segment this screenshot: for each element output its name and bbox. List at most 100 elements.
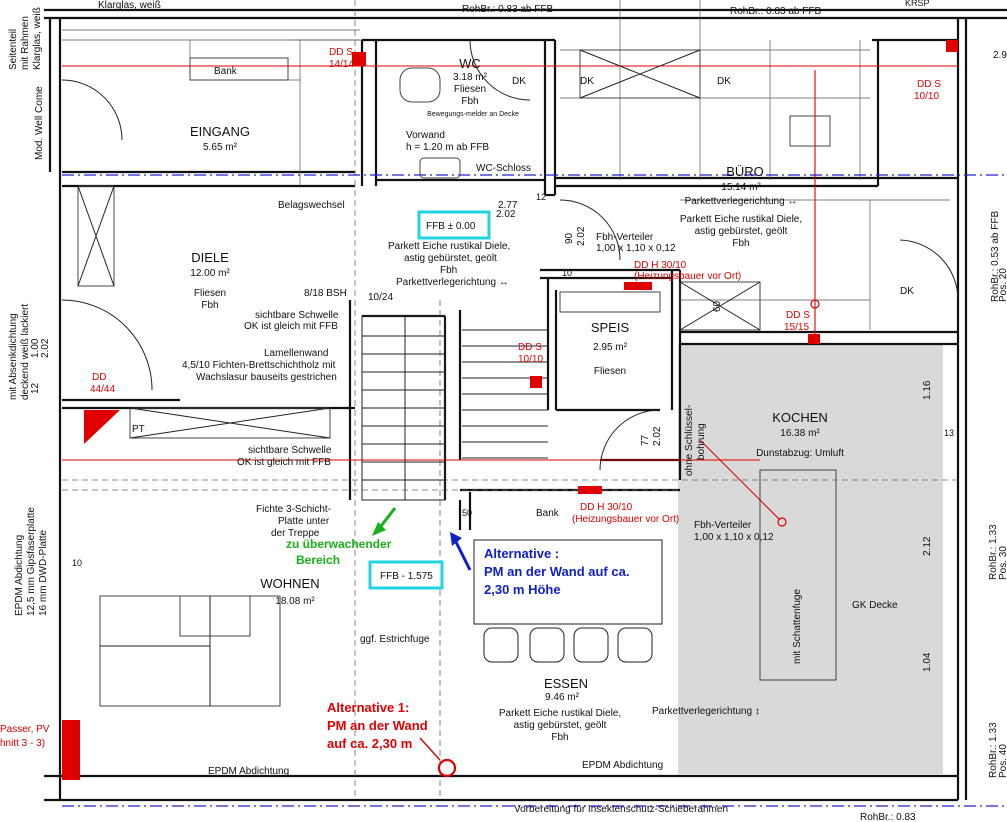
svg-text:Alternative 1:: Alternative 1: <box>327 700 409 715</box>
staircase <box>361 315 548 501</box>
svg-text:Parkett Eiche rustikal Diele,: Parkett Eiche rustikal Diele, <box>388 241 510 252</box>
svg-text:9.46 m²: 9.46 m² <box>545 692 580 703</box>
svg-text:EINGANG: EINGANG <box>190 124 250 139</box>
svg-text:77: 77 <box>640 434 651 446</box>
svg-text:2.12: 2.12 <box>922 536 933 556</box>
svg-text:DIELE: DIELE <box>191 250 229 265</box>
svg-text:GK Decke: GK Decke <box>852 600 898 611</box>
bench-top <box>189 57 289 81</box>
svg-text:bohrung: bohrung <box>696 423 707 460</box>
svg-text:Fliesen: Fliesen <box>454 84 486 95</box>
svg-text:DK: DK <box>512 76 526 87</box>
svg-text:Fbh: Fbh <box>551 732 568 743</box>
svg-text:Passer, PV: Passer, PV <box>0 724 50 735</box>
svg-text:mit Rahmen: mit Rahmen <box>20 16 31 70</box>
svg-text:Pos. 30: Pos. 30 <box>998 546 1007 580</box>
svg-text:10/24: 10/24 <box>368 292 393 303</box>
dining-chairs <box>483 627 653 663</box>
svg-text:SPEIS: SPEIS <box>591 320 630 335</box>
svg-text:Parkett Eiche rustikal Diele,: Parkett Eiche rustikal Diele, <box>680 214 802 225</box>
svg-text:OK ist gleich mit FFB: OK ist gleich mit FFB <box>244 321 338 332</box>
svg-text:Fbh: Fbh <box>201 300 218 311</box>
svg-text:RohBr.: 1.33: RohBr.: 1.33 <box>988 722 999 778</box>
room-kochen: KOCHEN 16.38 m² Dunstabzug: Umluft <box>756 410 844 459</box>
svg-text:KOCHEN: KOCHEN <box>772 410 828 425</box>
outer-walls <box>44 8 1007 802</box>
svg-text:RohBr.: 0.83 ab FFB: RohBr.: 0.83 ab FFB <box>730 6 821 17</box>
svg-text:Bereich: Bereich <box>296 553 340 567</box>
ffb1575-box <box>368 560 444 590</box>
svg-text:Fbh: Fbh <box>461 96 478 107</box>
room-speis: SPEIS 2.95 m² Fliesen <box>591 320 630 377</box>
furniture <box>77 49 831 707</box>
svg-text:Pos. 20: Pos. 20 <box>998 268 1007 302</box>
svg-text:12.00 m²: 12.00 m² <box>190 268 230 279</box>
svg-text:RohBr.: 0.83: RohBr.: 0.83 <box>860 812 916 822</box>
svg-text:14/14: 14/14 <box>329 59 354 70</box>
svg-text:12: 12 <box>30 382 41 394</box>
svg-text:DD S: DD S <box>917 79 941 90</box>
svg-text:1.04: 1.04 <box>922 652 933 672</box>
svg-text:astig gebürstet, geölt: astig gebürstet, geölt <box>514 720 607 731</box>
svg-text:60: 60 <box>712 300 723 312</box>
svg-text:DD: DD <box>92 372 106 383</box>
svg-text:2.77: 2.77 <box>498 200 518 211</box>
wardrobe-top <box>579 49 701 99</box>
svg-text:sichtbare Schwelle: sichtbare Schwelle <box>255 310 339 321</box>
svg-text:FFB - 1.575: FFB - 1.575 <box>380 571 433 582</box>
wc-sink <box>419 157 461 179</box>
svg-text:Fbh-Verteiler: Fbh-Verteiler <box>596 232 654 243</box>
svg-text:Parkettverlegerichtung ↔: Parkettverlegerichtung ↔ <box>685 196 798 207</box>
svg-text:Pos. 40: Pos. 40 <box>998 744 1007 778</box>
svg-text:mit Absenkdichtung: mit Absenkdichtung <box>8 313 19 400</box>
svg-text:Mod. Well Come: Mod. Well Come <box>34 86 45 160</box>
svg-text:Lamellenwand: Lamellenwand <box>264 348 329 359</box>
svg-text:Fichte 3-Schicht-: Fichte 3-Schicht- <box>256 504 331 515</box>
svg-text:2.02: 2.02 <box>40 338 51 358</box>
svg-text:4,5/10 Fichten-Brettschichthol: 4,5/10 Fichten-Brettschichtholz mit <box>182 360 336 371</box>
rotated-annotations: Seitenteil mit Rahmen Klarglas, weiß Mod… <box>8 7 1007 778</box>
kitchen-area <box>678 344 943 774</box>
svg-text:3.18 m²: 3.18 m² <box>453 72 488 83</box>
svg-text:Fbh: Fbh <box>440 265 457 276</box>
svg-text:OK ist gleich mit FFB: OK ist gleich mit FFB <box>237 457 331 468</box>
svg-text:ohne Schlüssel-: ohne Schlüssel- <box>684 405 695 476</box>
svg-text:DD S: DD S <box>518 342 542 353</box>
door-swings <box>61 39 959 471</box>
svg-text:EPDM Abdichtung: EPDM Abdichtung <box>582 760 663 771</box>
svg-text:18.08 m²: 18.08 m² <box>275 596 315 607</box>
svg-text:90: 90 <box>564 232 575 244</box>
wc-basin <box>399 67 441 103</box>
svg-text:10/10: 10/10 <box>518 354 543 365</box>
svg-text:WC: WC <box>459 56 481 71</box>
svg-text:DD H 30/10: DD H 30/10 <box>634 260 687 271</box>
svg-text:Alternative :: Alternative : <box>484 546 559 561</box>
svg-text:Wachslasur bauseits gestrichen: Wachslasur bauseits gestrichen <box>196 372 337 383</box>
wardrobe <box>77 185 115 287</box>
svg-text:12,5 mm Gipsfaserplatte: 12,5 mm Gipsfaserplatte <box>26 507 37 616</box>
svg-text:DK: DK <box>580 76 594 87</box>
buero-shelf <box>679 281 761 331</box>
svg-text:Bank: Bank <box>214 66 238 77</box>
svg-text:2.02: 2.02 <box>652 426 663 446</box>
svg-text:PT: PT <box>132 424 145 435</box>
svg-text:DD S: DD S <box>329 47 353 58</box>
sofa <box>99 595 281 707</box>
svg-text:2,30 m Höhe: 2,30 m Höhe <box>484 582 561 597</box>
svg-text:1,00 x 1,10 x 0,12: 1,00 x 1,10 x 0,12 <box>694 532 774 543</box>
svg-text:Vorbereitung für Insektenschut: Vorbereitung für Insektenschutz-Schieber… <box>514 804 728 815</box>
kitchen-island <box>759 469 837 681</box>
blue-alt-box <box>473 539 663 625</box>
room-essen: ESSEN 9.46 m² Parkett Eiche rustikal Die… <box>499 676 621 743</box>
svg-text:10/10: 10/10 <box>914 91 939 102</box>
svg-text:DK: DK <box>717 76 731 87</box>
svg-text:Fbh: Fbh <box>732 238 749 249</box>
svg-text:ESSEN: ESSEN <box>544 676 588 691</box>
svg-text:12: 12 <box>536 192 546 202</box>
shelf <box>129 407 331 439</box>
svg-text:ggf. Estrichfuge: ggf. Estrichfuge <box>360 634 430 645</box>
room-wohnen: WOHNEN 18.08 m² <box>260 576 319 607</box>
svg-text:EPDM Abdichtung: EPDM Abdichtung <box>14 535 25 616</box>
